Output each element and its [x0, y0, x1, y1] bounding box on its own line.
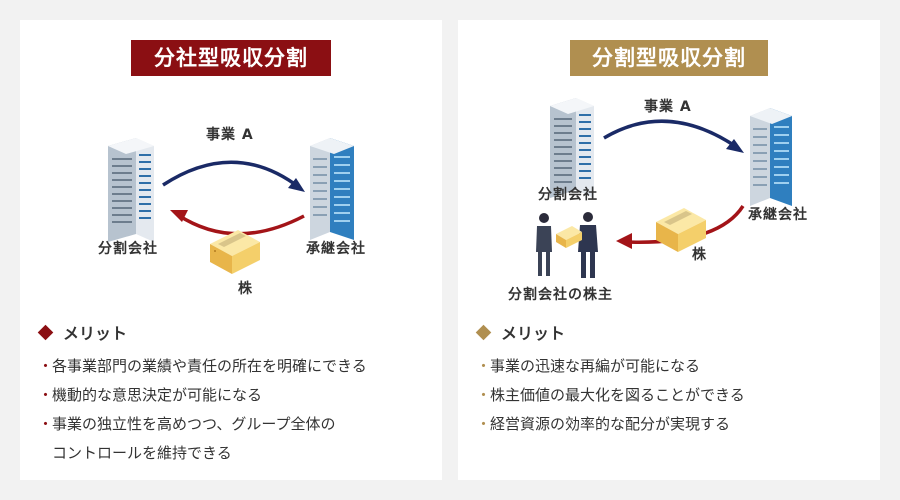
left-stock-arrowhead — [170, 210, 188, 222]
merit-text: 事業の迅速な再編が可能になる — [490, 357, 701, 375]
diamond-icon — [37, 324, 54, 340]
right-merit-title: メリット — [501, 324, 566, 343]
left-business-arrow — [162, 160, 302, 190]
merit-text: 各事業部門の業績や責任の所在を明確にできる — [52, 357, 367, 375]
left-merit-header: メリット — [36, 320, 436, 344]
left-stock-label: 株 — [238, 281, 253, 297]
right-from-label: 分割会社 — [538, 187, 598, 203]
right-panel: 分割型吸収分割 — [458, 20, 880, 480]
left-stock-bundle-icon — [210, 230, 260, 274]
right-flow-label: 事業 A — [644, 99, 692, 115]
list-item: ・事業の独立性を高めつつ、グループ全体のコントロールを維持できる — [36, 410, 436, 468]
left-from-label: 分割会社 — [98, 241, 158, 257]
bullet-icon: ・ — [38, 357, 54, 375]
right-to-label: 承継会社 — [748, 207, 808, 223]
left-merit-title: メリット — [63, 324, 128, 343]
list-item: ・事業の迅速な再編が可能になる — [474, 352, 874, 381]
right-diagram — [536, 98, 792, 278]
left-diagram — [108, 138, 354, 274]
right-building-to-icon — [750, 108, 792, 206]
right-merit-list: ・事業の迅速な再編が可能になる ・株主価値の最大化を図ることができる ・経営資源… — [474, 352, 874, 439]
left-building-from-icon — [108, 138, 154, 242]
right-shareholder-label: 分割会社の株主 — [508, 287, 613, 303]
diamond-icon — [475, 324, 492, 340]
left-flow-label: 事業 A — [206, 127, 254, 143]
bullet-icon: ・ — [476, 357, 492, 375]
merit-text: 事業の独立性を高めつつ、グループ全体の — [52, 415, 336, 433]
left-title-badge: 分社型吸収分割 — [131, 40, 331, 76]
left-merit-list: ・各事業部門の業績や責任の所在を明確にできる ・機動的な意思決定が可能になる ・… — [36, 352, 436, 468]
left-building-to-icon — [310, 138, 354, 240]
bullet-icon: ・ — [476, 386, 492, 404]
right-stock-label: 株 — [692, 247, 707, 263]
left-business-arrowhead — [288, 178, 305, 192]
right-title-badge: 分割型吸収分割 — [570, 40, 768, 76]
shareholders-icon — [536, 212, 598, 278]
right-stock-bundle-icon — [656, 208, 706, 252]
left-merits: メリット ・各事業部門の業績や責任の所在を明確にできる ・機動的な意思決定が可能… — [36, 320, 436, 468]
right-business-arrowhead — [726, 139, 744, 153]
right-merits: メリット ・事業の迅速な再編が可能になる ・株主価値の最大化を図ることができる … — [474, 320, 874, 439]
left-panel: 分社型吸収分割 — [20, 20, 442, 480]
list-item: ・機動的な意思決定が可能になる — [36, 381, 436, 410]
merit-text: 機動的な意思決定が可能になる — [52, 386, 263, 404]
right-building-from-icon — [550, 98, 594, 198]
bullet-icon: ・ — [38, 415, 54, 433]
merit-text-continued: コントロールを維持できる — [52, 444, 232, 462]
right-stock-arrowhead — [616, 233, 632, 249]
right-merit-header: メリット — [474, 320, 874, 344]
list-item: ・株主価値の最大化を図ることができる — [474, 381, 874, 410]
bullet-icon: ・ — [38, 386, 54, 404]
right-business-arrow — [603, 119, 739, 150]
merit-text: 株主価値の最大化を図ることができる — [490, 386, 745, 404]
merit-text: 経営資源の効率的な配分が実現する — [490, 415, 731, 433]
left-to-label: 承継会社 — [306, 241, 366, 257]
left-stock-arrow — [177, 213, 305, 236]
list-item: ・経営資源の効率的な配分が実現する — [474, 410, 874, 439]
list-item: ・各事業部門の業績や責任の所在を明確にできる — [36, 352, 436, 381]
bullet-icon: ・ — [476, 415, 492, 433]
